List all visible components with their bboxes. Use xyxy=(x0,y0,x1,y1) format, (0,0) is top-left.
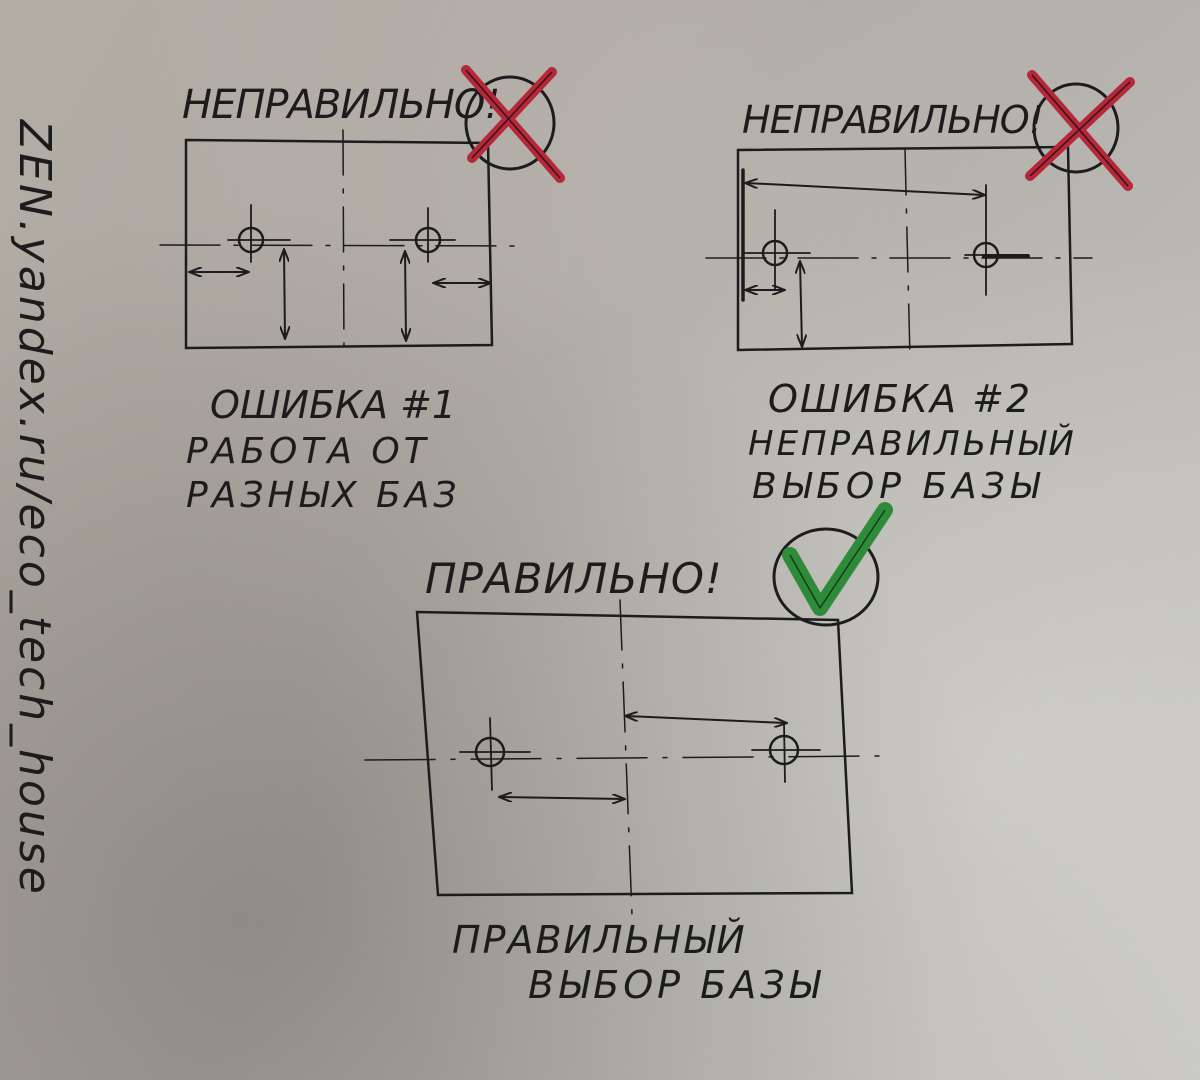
panel-right-title: ПРАВИЛЬНО! xyxy=(425,554,723,603)
wrong-1-cross-icon xyxy=(461,65,565,183)
panel-wrong-2-title: НЕПРАВИЛЬНО! xyxy=(742,98,1043,142)
wrong-1-caption-line3: РАЗНЫХ БАЗ xyxy=(186,475,460,516)
right-check-icon xyxy=(772,502,893,627)
wrong-1-caption-line1: ОШИБКА #1 xyxy=(210,383,456,427)
right-caption-line1: ПРАВИЛЬНЫЙ xyxy=(452,918,747,962)
panel-wrong-2-frame xyxy=(736,145,1074,352)
watermark-text: ZEN.yandex.ru/eco_tech_house xyxy=(9,119,60,897)
panel-wrong-1-frame xyxy=(184,138,494,350)
wrong-2-caption-line3: ВЫБОР БАЗЫ xyxy=(752,466,1044,507)
wrong-1-caption-line2: РАБОТА ОТ xyxy=(186,431,430,472)
right-caption-line2: ВЫБОР БАЗЫ xyxy=(528,963,824,1007)
panel-wrong-2: НЕПРАВИЛЬНО! xyxy=(705,98,1093,359)
panel-right-frame xyxy=(415,610,854,897)
wrong-2-caption-line2: НЕПРАВИЛЬНЫЙ xyxy=(748,423,1077,464)
panel-right: ПРАВИЛЬНО! xyxy=(364,554,881,916)
panel-wrong-1: НЕПРАВИЛЬНО! xyxy=(159,82,521,361)
wrong-2-cross-icon xyxy=(1025,70,1135,191)
wrong-2-caption-line1: ОШИБКА #2 xyxy=(768,377,1032,421)
panel-wrong-1-title: НЕПРАВИЛЬНО! xyxy=(182,82,499,128)
